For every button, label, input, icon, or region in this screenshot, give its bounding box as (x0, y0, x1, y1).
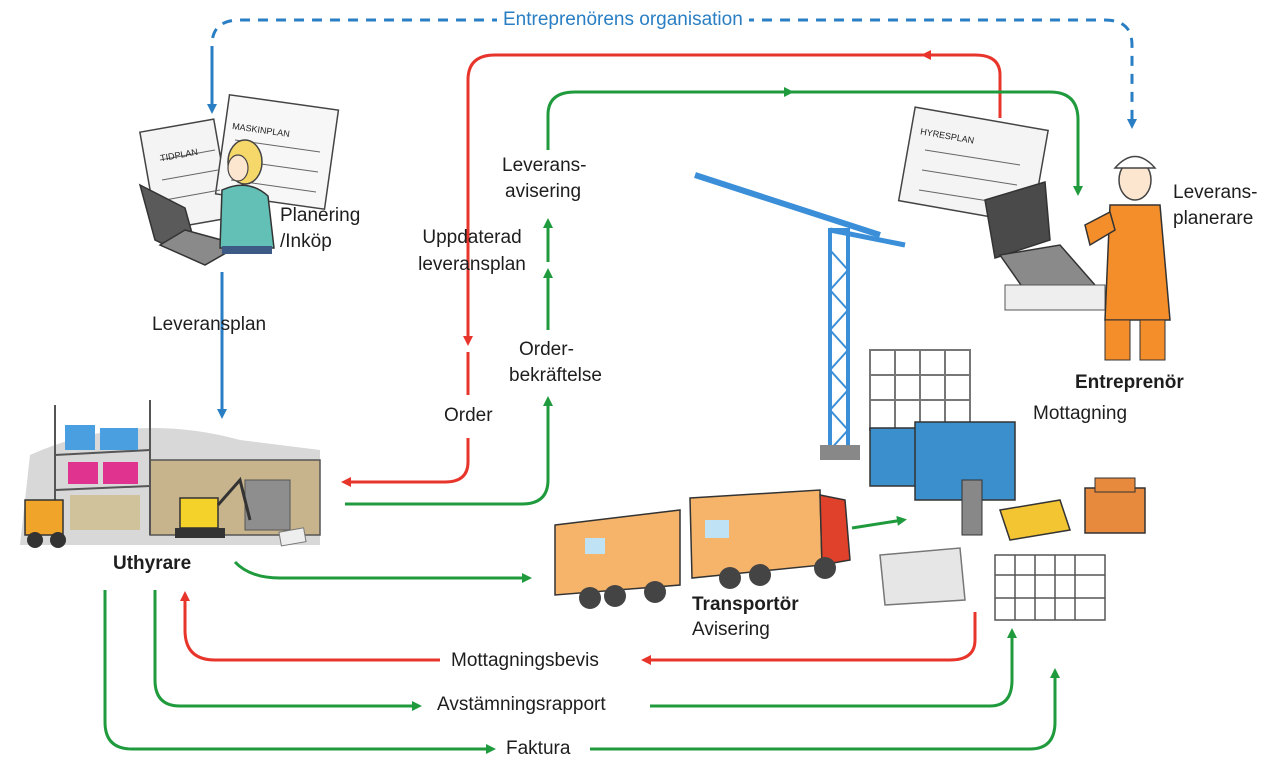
mottagningsbevis-arrow (641, 612, 977, 665)
mottagningsbevis-label: Mottagningsbevis (451, 650, 599, 671)
scaffold-illustration (869, 349, 971, 431)
leveransavisering-line1-label: Leverans- (502, 155, 587, 176)
leveransplanerare-line2-label: planerare (1173, 208, 1254, 229)
order-label: Order (444, 405, 493, 426)
inkop-label: /Inköp (280, 231, 332, 252)
entreprenor-label: Entreprenör (1075, 372, 1184, 393)
truck-illustration (554, 489, 851, 609)
leveransplan-label: Leveransplan (152, 314, 267, 335)
order-arrow-red (463, 53, 1002, 346)
mottagningsbevis-arrow-left (180, 591, 440, 662)
leveransavisering-top-green (546, 90, 1083, 196)
diagram-title: Entreprenörens organisation (497, 8, 749, 32)
tower-crane-illustration (694, 172, 906, 460)
uthyrare-label: Uthyrare (113, 553, 192, 574)
avstamningsrapport-arrow (153, 590, 422, 711)
orderbekraftelse-arrow-green (345, 396, 553, 506)
organisation-dashed-arrow (210, 18, 1137, 129)
leveransavisering-line2-label: avisering (505, 181, 582, 202)
mottagning-label: Mottagning (1033, 403, 1128, 424)
contractor-illustration (897, 106, 1171, 361)
faktura-label: Faktura (506, 738, 571, 759)
truck-to-site-arrow (851, 515, 907, 530)
orderbekraftelse-line1-label: Order- (519, 339, 574, 360)
leveransplan-updated-label: leveransplan (418, 254, 526, 275)
uthyrare-to-transport-arrow (233, 560, 532, 583)
avstamningsrapport-arrow-right (650, 628, 1017, 708)
avisering-label: Avisering (692, 619, 770, 640)
avstamningsrapport-label: Avstämningsrapport (437, 694, 606, 715)
rental-depot-illustration (20, 400, 321, 548)
transportor-label: Transportör (692, 594, 799, 615)
planner-illustration (138, 93, 340, 266)
site-equipment-illustration (869, 421, 1146, 621)
leveransplanerare-line1-label: Leverans- (1173, 182, 1258, 203)
faktura-arrow-right (590, 668, 1060, 751)
faktura-arrow (103, 590, 496, 754)
planering-label: Planering (280, 205, 361, 226)
uppdaterad-label: Uppdaterad (422, 227, 522, 248)
orderbekraftelse-line2-label: bekräftelse (509, 365, 602, 386)
order-arrow-red-lower (341, 438, 470, 487)
